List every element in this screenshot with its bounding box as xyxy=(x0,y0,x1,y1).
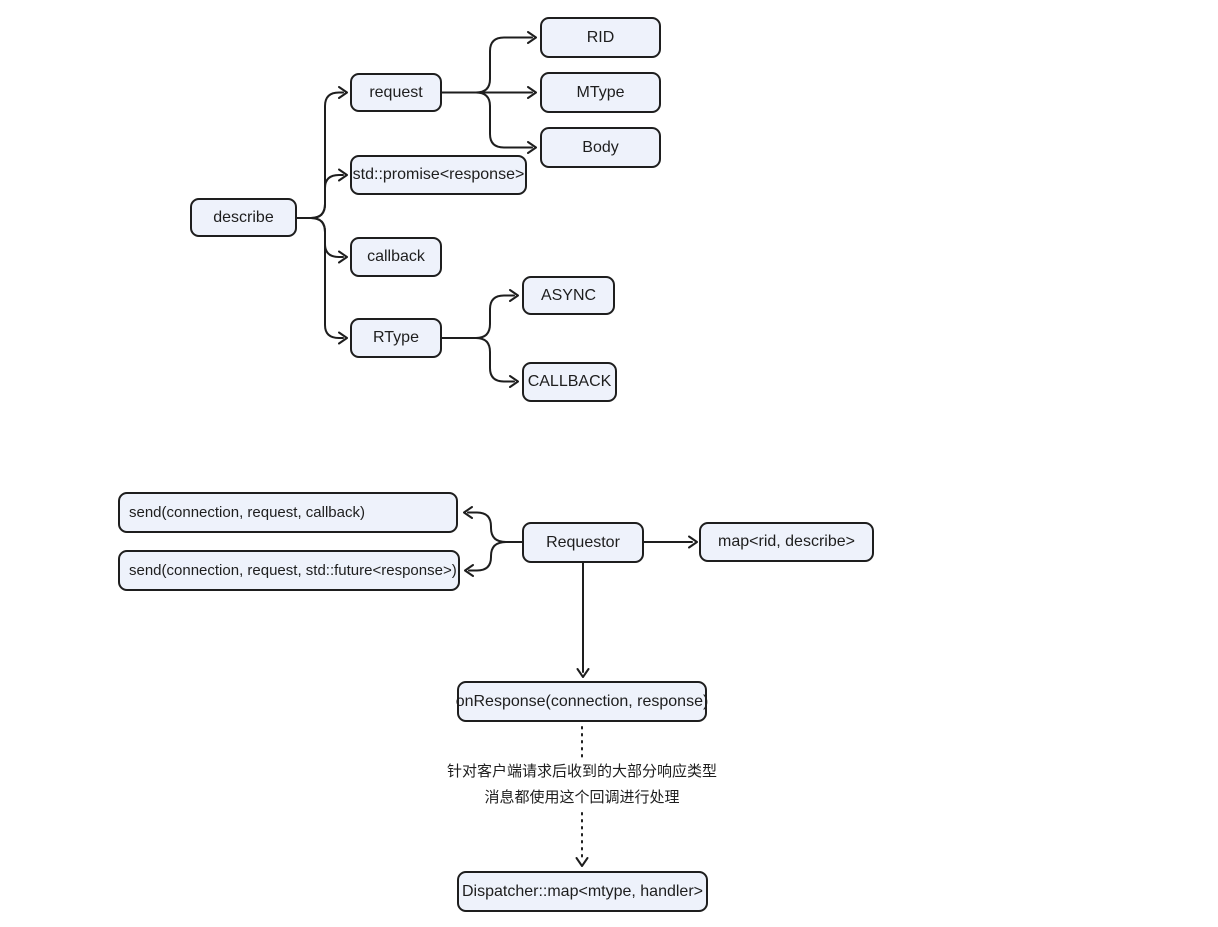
node-send-future: send(connection, request, std::future<re… xyxy=(118,550,460,591)
node-dispatcher-map: Dispatcher::map<mtype, handler> xyxy=(457,871,708,912)
edge-describe-callback xyxy=(296,217,348,264)
edge-rtype-async xyxy=(441,289,519,339)
edge-request-rid xyxy=(441,31,537,94)
edge-requestor-send-future xyxy=(464,541,523,577)
node-send-callback: send(connection, request, callback) xyxy=(118,492,458,533)
node-rid: RID xyxy=(540,17,661,58)
node-body: Body xyxy=(540,127,661,168)
edge-dispatcher-arrowhead xyxy=(575,857,589,867)
node-describe: describe xyxy=(190,198,297,237)
node-map-rid-describe: map<rid, describe> xyxy=(699,522,874,562)
edge-requestor-send-callback xyxy=(463,506,523,543)
node-on-response: onResponse(connection, response) xyxy=(456,681,708,722)
edge-describe-promise xyxy=(296,168,348,219)
edge-requestor-map xyxy=(643,535,698,549)
edge-describe-rtype xyxy=(296,217,348,345)
node-mtype: MType xyxy=(540,72,661,113)
node-callback: callback xyxy=(350,237,442,277)
edge-request-body xyxy=(441,91,537,154)
node-callback-option: CALLBACK xyxy=(522,362,617,402)
annotation-line-1: 针对客户端请求后收到的大部分响应类型 xyxy=(446,763,717,780)
annotation-line-2: 消息都使用这个回调进行处理 xyxy=(484,789,680,806)
edge-requestor-onresponse xyxy=(576,562,590,678)
node-rtype: RType xyxy=(350,318,442,358)
node-request: request xyxy=(350,73,442,112)
node-async: ASYNC xyxy=(522,276,615,315)
edge-describe-request xyxy=(296,86,348,219)
node-requestor: Requestor xyxy=(522,522,644,563)
edge-rtype-callback-opt xyxy=(441,337,519,388)
annotation-text: 针对客户端请求后收到的大部分响应类型 消息都使用这个回调进行处理 xyxy=(382,759,782,811)
node-std-promise: std::promise<response> xyxy=(350,155,527,195)
